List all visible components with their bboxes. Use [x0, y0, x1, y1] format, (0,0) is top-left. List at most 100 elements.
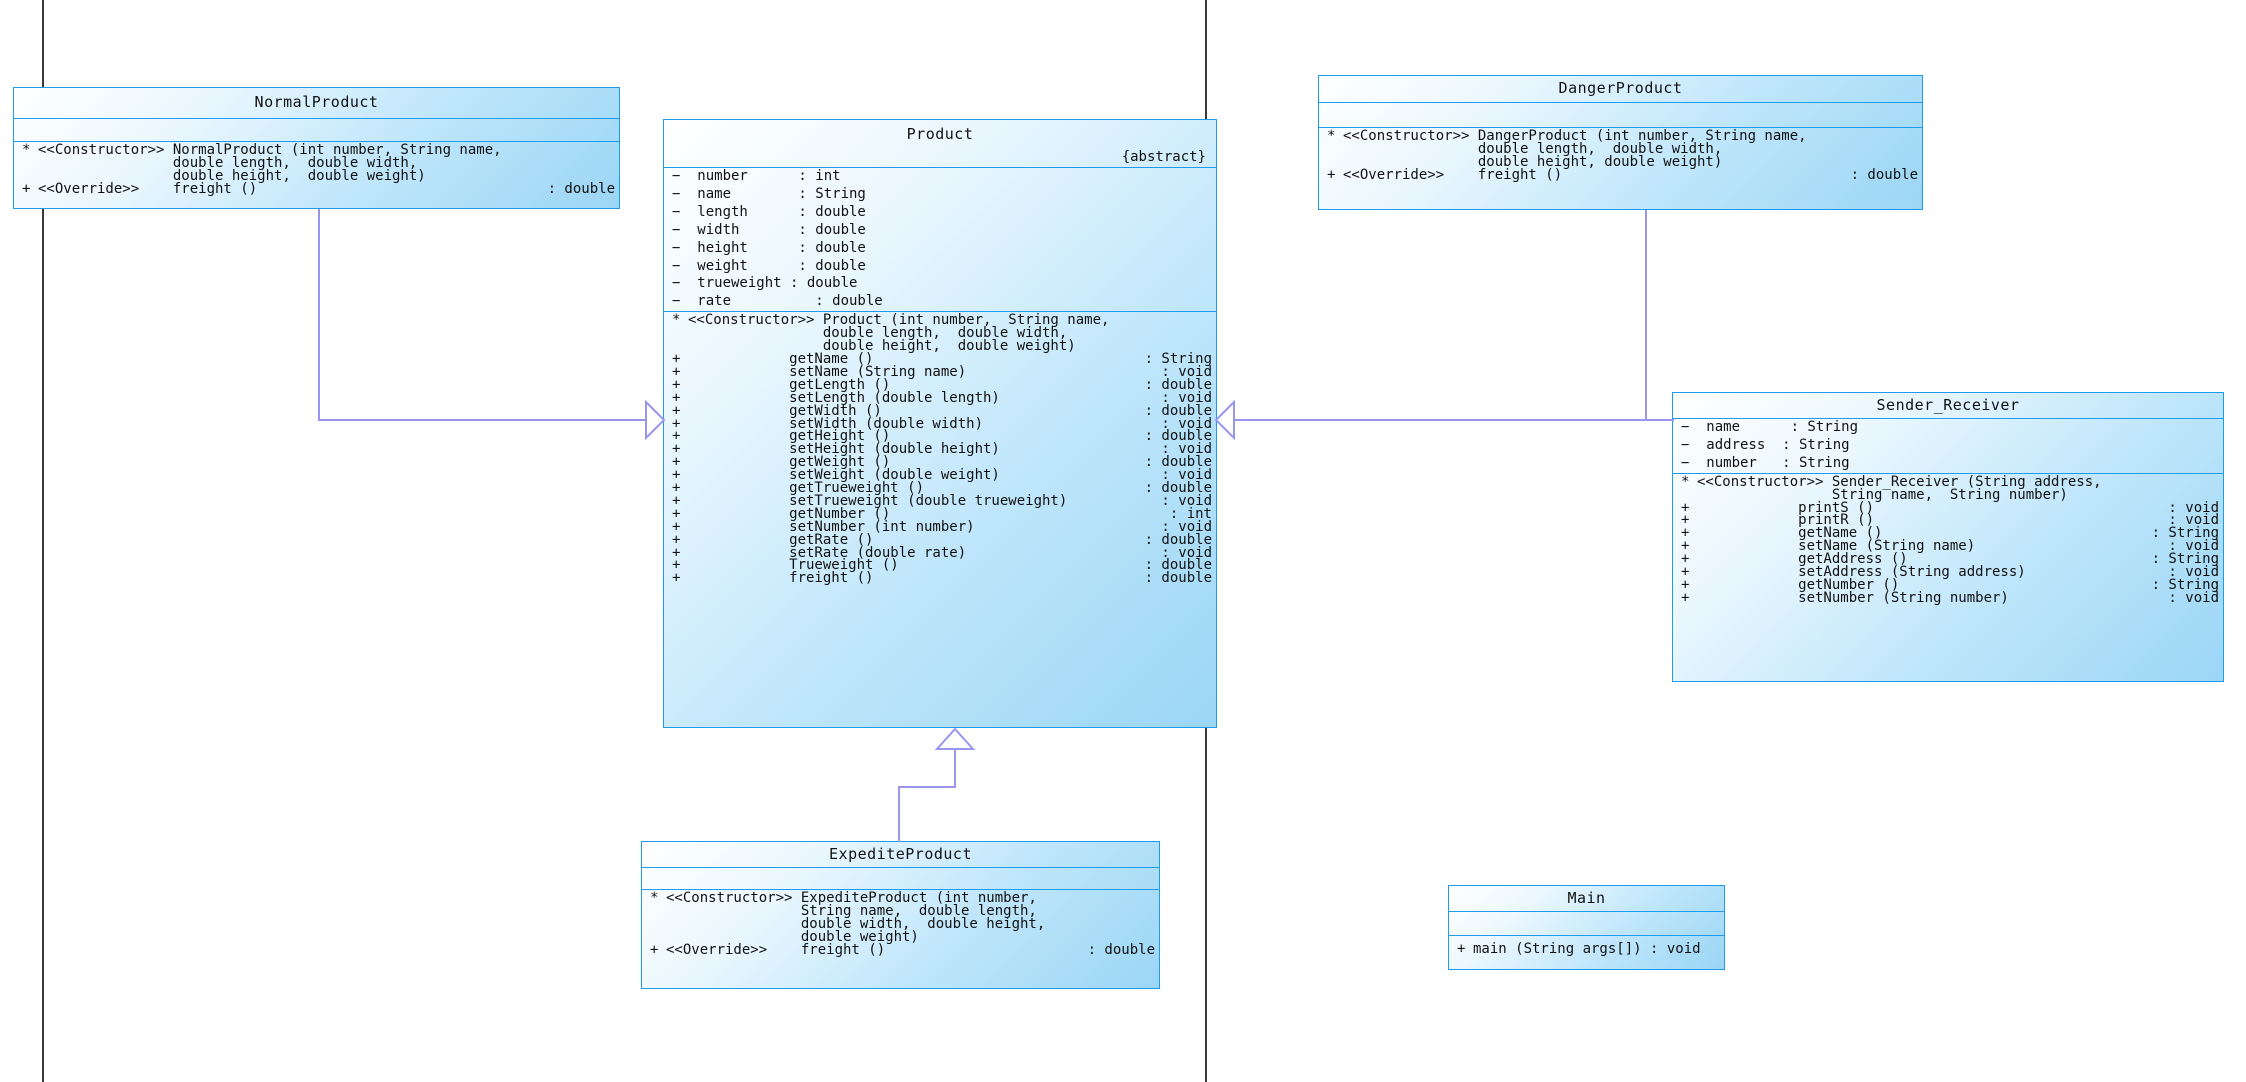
method-row: + setName (String name): void	[664, 365, 1216, 379]
method-row: + setHeight (double height): void	[664, 441, 1216, 458]
method-row: * <<Constructor>> NormalProduct (int num…	[14, 142, 619, 158]
method-signature: double length, double width,	[688, 325, 1068, 342]
generalization-arrow-expediteproduct	[934, 727, 976, 750]
method-signature: <<Constructor>> Sender_Receiver (String …	[1697, 473, 2102, 490]
method-row: + getName (): String	[664, 350, 1216, 367]
visibility-marker: +	[672, 376, 681, 393]
visibility-marker: *	[672, 312, 681, 329]
method-signature: freight ()	[688, 570, 874, 587]
method-return-type: : String	[2151, 551, 2219, 568]
method-row: + setNumber (int number): void	[664, 518, 1216, 535]
class-name-product: Product	[906, 125, 974, 143]
class-name-dangerproduct: DangerProduct	[1558, 79, 1683, 97]
class-box-dangerproduct[interactable]: DangerProduct * <<Constructor>> DangerPr…	[1318, 75, 1923, 210]
class-box-sender-receiver[interactable]: Sender_Receiver − name : String − addres…	[1672, 392, 2224, 682]
attribute-row: − trueweight : double	[672, 275, 858, 292]
visibility-marker: +	[1327, 166, 1336, 183]
method-signature: <<Override>> freight ()	[1343, 166, 1563, 183]
method-return-type: : double	[1144, 402, 1212, 419]
method-signature: double length, double width,	[38, 154, 418, 171]
visibility-marker: +	[672, 389, 681, 406]
method-return-type: : double	[1144, 376, 1212, 393]
visibility-marker: +	[672, 350, 681, 367]
method-row: + setName (String name): void	[1673, 538, 2223, 555]
method-return-type: : double	[1144, 428, 1212, 445]
method-row: double height, double weight)	[664, 339, 1216, 353]
method-return-type: : String	[2151, 576, 2219, 593]
visibility-marker: +	[672, 544, 681, 561]
class-name-compartment-normalproduct: NormalProduct	[14, 88, 619, 119]
method-row: + main (String args[]) : void	[1449, 941, 1724, 957]
method-signature: setHeight (double height)	[688, 441, 1000, 458]
method-row: + setTrueweight (double trueweight): voi…	[664, 494, 1216, 508]
attribute-row: − width : double	[672, 221, 866, 238]
class-attributes-compartment-expediteproduct	[642, 868, 1159, 890]
class-name-compartment-product: Product {abstract}	[664, 120, 1216, 168]
method-signature: setRate (double rate)	[688, 544, 967, 561]
generalization-arrow-normalproduct	[645, 399, 666, 441]
method-signature: double height, double weight)	[1343, 153, 1723, 170]
attribute-row: − height : double	[672, 239, 866, 256]
visibility-marker: +	[672, 415, 681, 432]
method-row: double width, double height,	[642, 917, 1159, 931]
connector-dangerproduct-vertical	[1645, 210, 1647, 421]
visibility-marker: +	[1681, 538, 1690, 555]
method-signature: printS ()	[1697, 499, 1875, 516]
method-signature: setNumber (int number)	[688, 518, 975, 535]
visibility-marker: +	[672, 557, 681, 574]
method-row: + setNumber (String number): void	[1673, 589, 2223, 606]
visibility-marker: +	[1457, 941, 1466, 957]
class-name-compartment-dangerproduct: DangerProduct	[1319, 76, 1922, 103]
method-row: double length, double width,	[664, 325, 1216, 342]
method-row: + getName (): String	[1673, 525, 2223, 542]
method-signature: getWeight ()	[688, 454, 891, 471]
connector-expediteproduct-vertical-upper	[954, 748, 956, 787]
method-signature: <<Constructor>> ExpediteProduct (int num…	[666, 890, 1037, 906]
class-methods-compartment-main: + main (String args[]) : void	[1449, 936, 1724, 960]
method-return-type: : double	[547, 180, 615, 197]
method-signature: <<Override>> freight ()	[666, 941, 886, 958]
visibility-marker: +	[650, 941, 659, 958]
method-signature: <<Constructor>> DangerProduct (int numbe…	[1343, 128, 1807, 144]
class-box-main[interactable]: Main + main (String args[]) : void	[1448, 885, 1725, 970]
class-methods-compartment-expediteproduct: * <<Constructor>> ExpediteProduct (int nu…	[642, 890, 1159, 960]
method-row: double height, double weight)	[1319, 153, 1922, 170]
method-signature: <<Constructor>> Product (int number, Str…	[688, 312, 1110, 329]
visibility-marker: *	[650, 890, 659, 906]
method-row: String name, String number)	[1673, 488, 2223, 502]
method-return-type: : void	[2168, 538, 2219, 555]
method-signature: String name, double length,	[666, 902, 1037, 919]
class-box-expediteproduct[interactable]: ExpediteProduct *<<Constructor>> Expedit…	[641, 841, 1160, 989]
method-row: + getWidth (): double	[664, 402, 1216, 419]
method-row: + setLength (double length): void	[664, 389, 1216, 406]
method-row: + getNumber (): int	[664, 507, 1216, 521]
class-box-product[interactable]: Product {abstract} − number : int − name…	[663, 119, 1217, 728]
method-signature: getAddress ()	[1697, 551, 1908, 568]
method-return-type: : double	[1087, 941, 1155, 958]
method-return-type: : void	[2168, 512, 2219, 529]
method-signature: getTrueweight ()	[688, 480, 925, 497]
method-row: double weight)	[642, 930, 1159, 944]
connector-normalproduct-vertical	[318, 209, 320, 421]
class-attributes-compartment-dangerproduct	[1319, 103, 1922, 128]
method-signature: getName ()	[1697, 525, 1883, 542]
class-name-compartment-sender-receiver: Sender_Receiver	[1673, 393, 2223, 419]
method-return-type: : void	[2168, 589, 2219, 606]
visibility-marker: +	[672, 518, 681, 535]
method-signature: setLength (double length)	[688, 389, 1000, 406]
method-return-type: : double	[1850, 166, 1918, 183]
page-guide-left	[42, 0, 44, 1082]
attribute-row: − rate : double	[672, 293, 883, 310]
attribute-row: − weight : double	[672, 257, 866, 274]
visibility-marker: *	[22, 142, 31, 158]
class-methods-compartment-dangerproduct: * <<Constructor>> DangerProduct (int num…	[1319, 128, 1922, 185]
class-name-compartment-main: Main	[1449, 886, 1724, 912]
class-box-normalproduct[interactable]: NormalProduct * <<Constructor>> NormalPr…	[13, 87, 620, 209]
class-methods-compartment-sender-receiver: *<<Constructor>> Sender_Receiver (String…	[1673, 474, 2223, 608]
method-row: + setRate (double rate): void	[664, 544, 1216, 561]
method-return-type: : double	[1144, 531, 1212, 548]
method-signature: getWidth ()	[688, 402, 882, 419]
class-attributes-compartment-sender-receiver: − name : String − address : String − num…	[1673, 419, 2223, 474]
visibility-marker: +	[1681, 551, 1690, 568]
method-row: + printS (): void	[1673, 499, 2223, 516]
